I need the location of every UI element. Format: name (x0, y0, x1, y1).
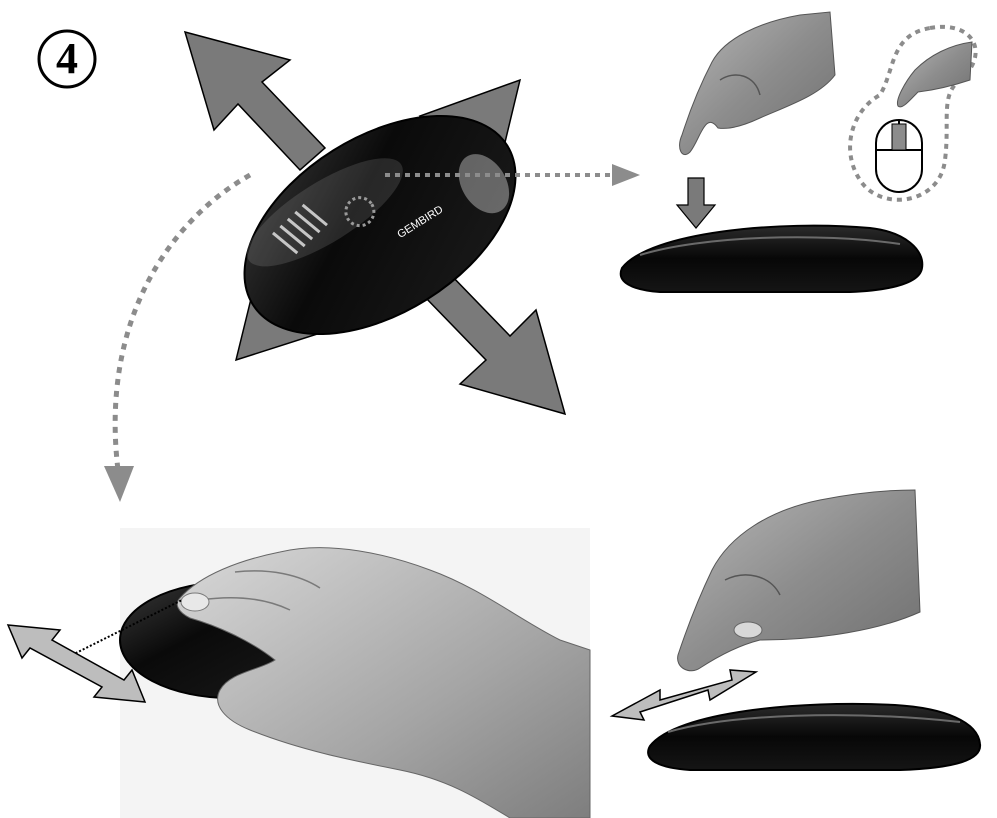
swiping-hand (678, 490, 920, 671)
panel-all-direction-scroll: GEMBIRD (104, 32, 640, 502)
side-mouse-swipe (648, 704, 980, 770)
dotted-arrow-right-icon (612, 164, 640, 186)
panel-side-swipe (612, 490, 980, 770)
arrow-down-icon (677, 178, 715, 228)
panel-tap-click (621, 12, 976, 292)
dotted-arrow-down-icon (104, 466, 134, 502)
arrow-down-right-icon (424, 272, 565, 414)
arrow-up-left-icon (185, 32, 325, 170)
small-hand-icon (897, 42, 972, 107)
mouse-outline-icon (876, 120, 922, 192)
side-mouse-tap (621, 226, 923, 292)
panel-finger-slide (8, 528, 590, 818)
tapping-hand (680, 12, 835, 155)
